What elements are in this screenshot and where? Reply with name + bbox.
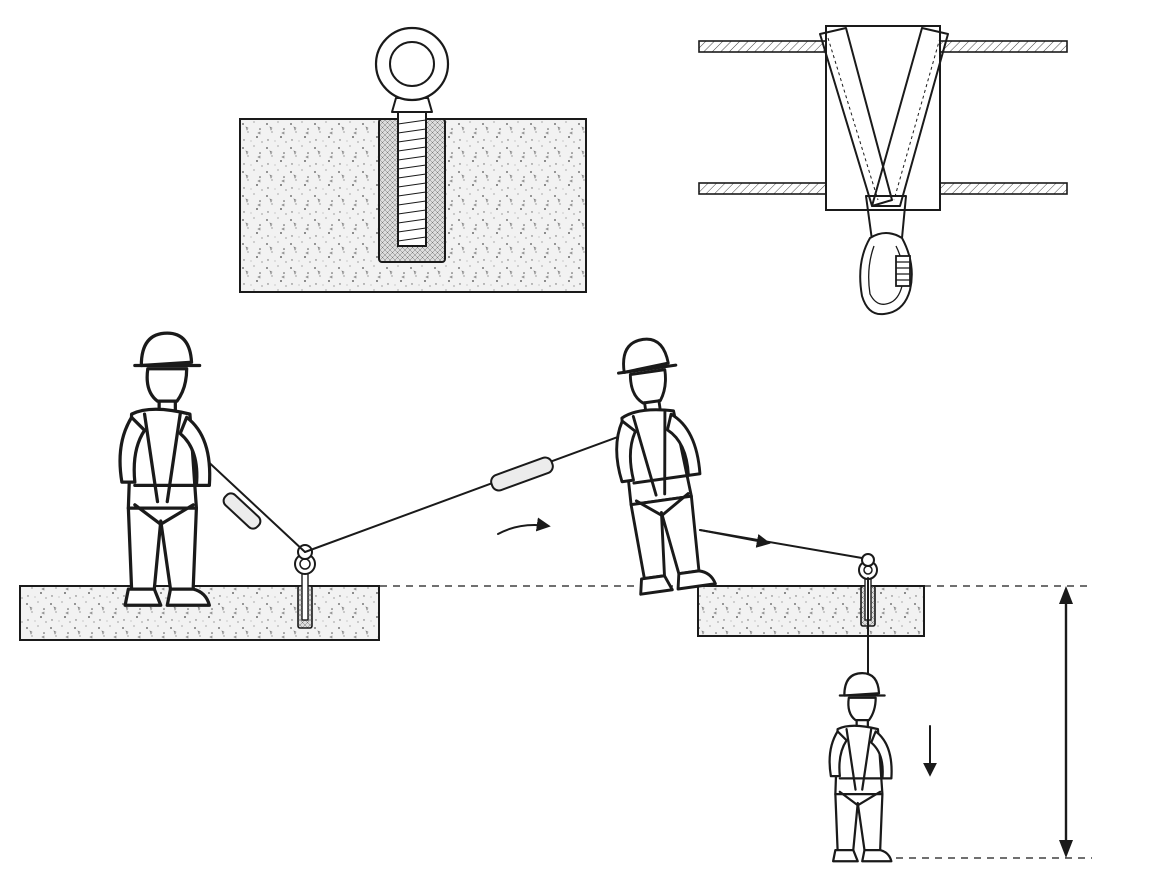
fall-arrest-sequence [19,331,1092,863]
sling-stitch-left [827,37,879,201]
worker-standing [118,331,212,607]
eye-bolt-collar [391,97,433,113]
worker-suspended [828,671,893,863]
beam-sling-anchor-detail [698,25,1068,316]
rod-thread-lines [397,119,427,242]
lanyard-falling [304,419,665,553]
sling-stitch-right [893,37,941,201]
anchor-left [294,544,316,629]
ledge-right [697,585,925,637]
beam-web-block [825,25,941,211]
sling-strap-left [819,27,893,207]
sling-strap-right [871,27,949,207]
eye-bolt-anchor-detail [239,26,587,293]
shock-absorber-standing [222,492,262,530]
worker-falling [599,332,718,597]
arrow-right-icon [699,529,771,548]
eye-bolt-ring-inner [389,41,435,87]
dimension-arrow-icon [1059,586,1073,858]
shock-absorber-falling [490,456,554,492]
carabiner-lock-sleeve [895,255,911,287]
arrow-right-icon [497,517,551,535]
